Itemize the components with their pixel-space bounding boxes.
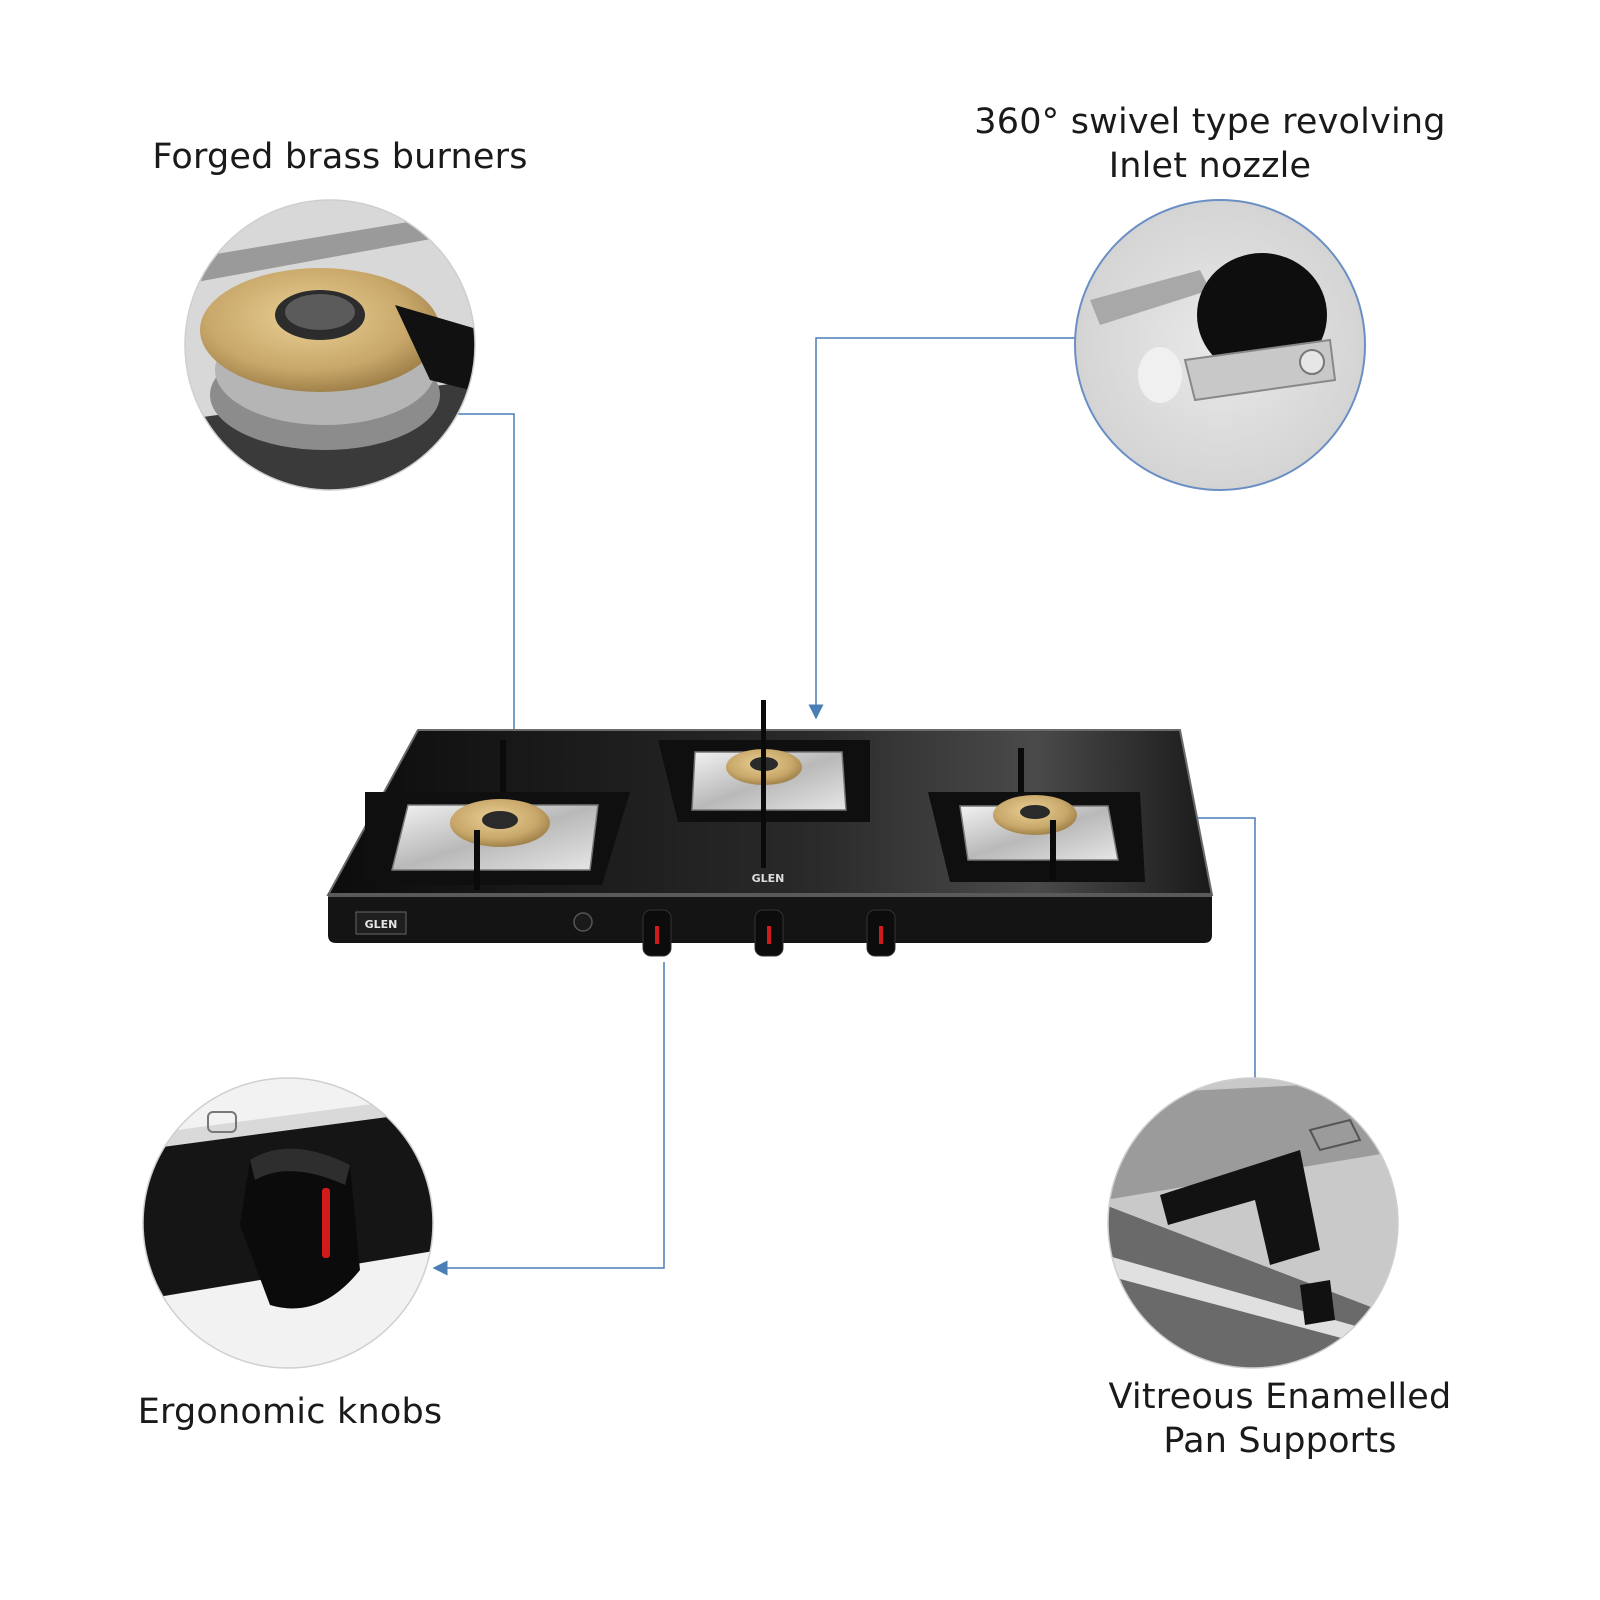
callout-text: Ergonomic knobs [137, 1392, 443, 1432]
burner-left [365, 740, 630, 890]
detail-circle-brass-burner [184, 199, 476, 491]
gas-stove: GLEN GLEN [326, 700, 1214, 957]
callout-forged-brass-burners: Forged brass burners [130, 135, 550, 179]
burner-center [658, 700, 870, 868]
brand-top: GLEN [752, 872, 785, 885]
callout-inlet-nozzle: 360° swivel type revolving Inlet nozzle [960, 100, 1460, 188]
callout-text: Forged brass burners [152, 137, 528, 177]
ignition-button[interactable] [573, 912, 593, 932]
connector-nozzle [808, 337, 1076, 720]
knob-center[interactable] [754, 909, 784, 957]
callout-text: 360° swivel type revolving [974, 102, 1446, 142]
detail-circle-knob [142, 1077, 434, 1369]
callout-text: Pan Supports [1163, 1421, 1397, 1461]
knob-right[interactable] [866, 909, 896, 957]
callout-text: Inlet nozzle [1108, 146, 1312, 186]
callout-pan-supports: Vitreous Enamelled Pan Supports [1060, 1375, 1500, 1463]
callout-ergonomic-knobs: Ergonomic knobs [110, 1390, 470, 1434]
detail-circle-pan-support [1107, 1077, 1399, 1369]
brand-plate-text: GLEN [365, 918, 398, 931]
connector-knobs [432, 962, 665, 1276]
knob-left[interactable] [642, 909, 672, 957]
detail-circle-inlet-nozzle [1074, 199, 1366, 491]
burner-right [928, 748, 1145, 882]
callout-text: Vitreous Enamelled [1108, 1377, 1452, 1417]
brand-plate [355, 911, 407, 935]
